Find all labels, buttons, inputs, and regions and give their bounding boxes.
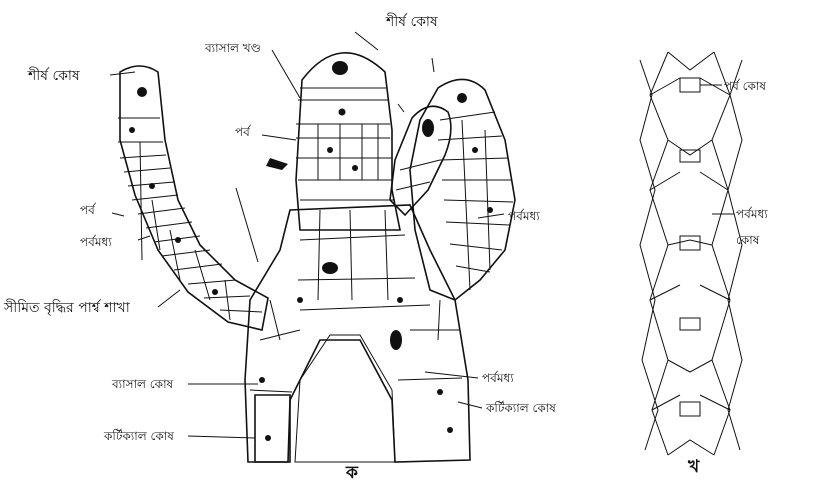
leader-cortical-left xyxy=(188,436,255,438)
main-axis-body xyxy=(245,205,470,462)
inner-right-branch xyxy=(390,106,451,215)
label-internode-left: পর্বমধ্য xyxy=(80,235,112,249)
leader-lateral-branch xyxy=(158,290,180,307)
leader-apical-left xyxy=(110,72,135,75)
node-cell-4 xyxy=(680,318,700,330)
hair-mid xyxy=(398,104,404,112)
figure-a-shoot-apex: শীর্ষ কোষ শীর্ষ কোষ ব্যাসাল খণ্ড পর্ব পর… xyxy=(3,13,556,483)
left-lateral-branch xyxy=(118,66,268,330)
main-axis-apex xyxy=(266,53,400,230)
caption-figure-a: ক xyxy=(345,463,359,483)
label-apical-cell-left: শীর্ষ কোষ xyxy=(27,67,80,84)
leader-node-left xyxy=(112,213,124,216)
label-node-cell: পর্ব কোষ xyxy=(724,79,766,93)
label-cortical-cell-right: কর্টিক্যাল কোষ xyxy=(485,401,556,415)
node-cell-2 xyxy=(680,150,700,162)
figure-b-axis-section: পর্ব কোষ পর্বমধ্য কোষ খ xyxy=(640,52,768,477)
label-basal-cell: ব্যাসাল কোষ xyxy=(111,377,174,391)
leader-internode-left xyxy=(138,236,150,240)
hair-top xyxy=(432,58,434,72)
label-lateral-branch: সীমিত বৃদ্ধির পার্শ্ব শাখা xyxy=(3,299,131,316)
hair-left xyxy=(236,188,258,262)
right-lateral-branch xyxy=(410,79,515,300)
caption-figure-b: খ xyxy=(687,457,700,477)
node-cell-3 xyxy=(680,236,700,250)
label-internode-lower: পর্বমধ্য xyxy=(482,371,514,385)
node-cell-5 xyxy=(680,402,700,416)
label-apical-cell-top: শীর্ষ কোষ xyxy=(385,13,438,30)
node-cell-1 xyxy=(680,78,700,92)
label-node-top: পর্ব xyxy=(235,125,252,139)
leader-apical-top xyxy=(355,32,378,50)
label-internode-right: পর্বমধ্য xyxy=(508,209,540,223)
label-internode-cell-line1: পর্বমধ্য xyxy=(736,207,768,221)
leader-basal-segment xyxy=(272,50,300,98)
leader-internode-right xyxy=(478,214,504,218)
label-node-left: পর্ব xyxy=(80,203,97,217)
label-internode-cell-line2: কোষ xyxy=(736,233,760,247)
label-cortical-cell-left: কর্টিক্যাল কোষ xyxy=(103,429,174,443)
leader-cortical-right xyxy=(458,402,482,408)
leader-internode-lower xyxy=(425,372,478,378)
label-basal-segment: ব্যাসাল খণ্ড xyxy=(204,41,261,55)
leader-node-top xyxy=(262,135,296,140)
